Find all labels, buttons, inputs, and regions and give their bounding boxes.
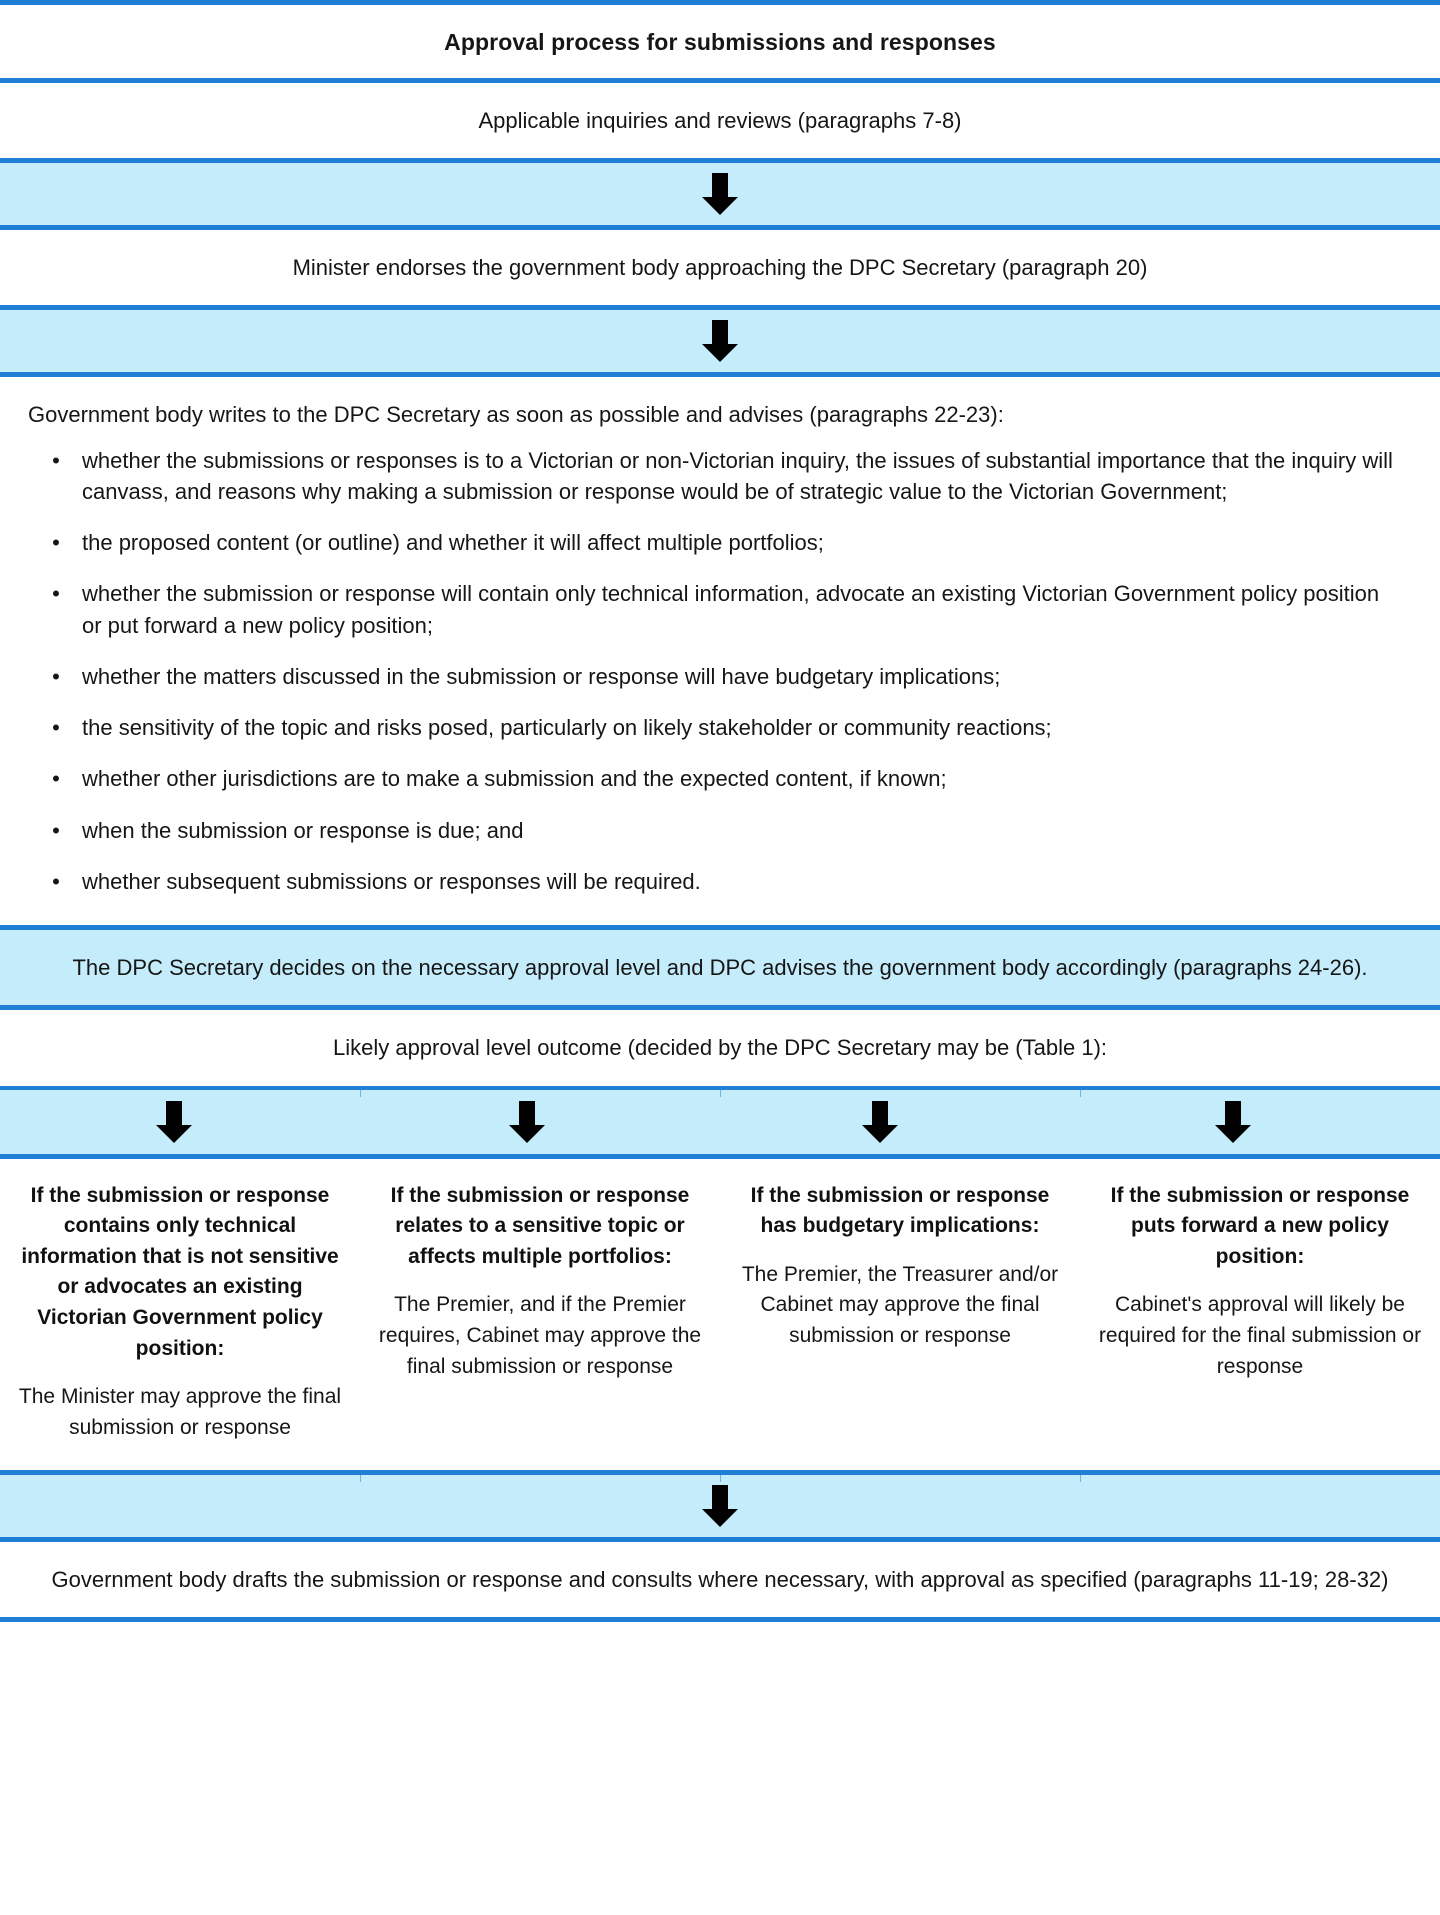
- outcome-result: The Minister may approve the final submi…: [18, 1385, 342, 1440]
- step-government-body-writes: Government body writes to the DPC Secret…: [0, 377, 1440, 926]
- outcome-result: Cabinet's approval will likely be requir…: [1098, 1293, 1422, 1378]
- list-item-text: whether the submissions or responses is …: [82, 447, 1393, 504]
- outcome-result: The Premier, and if the Premier requires…: [378, 1293, 702, 1378]
- outcome-columns: If the submission or response contains o…: [0, 1158, 1440, 1470]
- outcome-condition: If the submission or response contains o…: [21, 1183, 339, 1360]
- outcome-column-new-policy-position: If the submission or response puts forwa…: [1080, 1159, 1440, 1470]
- divider-4: [0, 372, 1440, 378]
- down-arrow-icon: [857, 1099, 903, 1145]
- divider-7: [0, 1085, 1440, 1090]
- outcome-condition: If the submission or response relates to…: [390, 1183, 690, 1268]
- list-item-text: the proposed content (or outline) and wh…: [82, 530, 824, 556]
- down-arrow-icon: [151, 1099, 197, 1145]
- down-arrow-icon: [697, 1483, 743, 1529]
- bullet-marker-icon: •: [52, 447, 60, 473]
- divider-8: [0, 1153, 1440, 1159]
- list-item-text: whether subsequent submissions or respon…: [82, 868, 701, 894]
- list-item: • the proposed content (or outline) and …: [30, 527, 1410, 558]
- down-arrow-icon: [1210, 1099, 1256, 1145]
- step-applicable-inquiries: Applicable inquiries and reviews (paragr…: [0, 83, 1440, 159]
- bullet-marker-icon: •: [52, 663, 60, 689]
- divider-1: [0, 158, 1440, 164]
- divider-3: [0, 305, 1440, 311]
- arrow-band-1: [0, 163, 1440, 226]
- list-item: • whether subsequent submissions or resp…: [30, 866, 1410, 897]
- advise-bullet-list: • whether the submissions or responses i…: [0, 441, 1440, 925]
- arrow-band-2: [0, 310, 1440, 373]
- outcome-result: The Premier, the Treasurer and/or Cabine…: [741, 1262, 1059, 1348]
- list-item-text: whether the matters discussed in the sub…: [82, 663, 1001, 689]
- bullet-marker-icon: •: [52, 715, 60, 741]
- list-item: • whether the submission or response wil…: [30, 578, 1410, 640]
- bullet-marker-icon: •: [52, 530, 60, 556]
- bullet-marker-icon: •: [52, 581, 60, 607]
- outcome-column-technical-information: If the submission or response contains o…: [0, 1159, 360, 1470]
- page-title: Approval process for submissions and res…: [0, 5, 1440, 78]
- list-item: • the sensitivity of the topic and risks…: [30, 712, 1410, 743]
- list-item-text: whether the submission or response will …: [82, 581, 1380, 638]
- advise-intro: Government body writes to the DPC Secret…: [28, 402, 1004, 428]
- divider-bottom: [0, 1617, 1440, 1622]
- step-dpc-secretary-decides: The DPC Secretary decides on the necessa…: [0, 930, 1440, 1006]
- list-item: • when the submission or response is due…: [30, 815, 1410, 846]
- approval-process-flowchart: Approval process for submissions and res…: [0, 0, 1440, 1622]
- divider-6: [0, 1005, 1440, 1011]
- bullet-marker-icon: •: [52, 817, 60, 843]
- list-item-text: the sensitivity of the topic and risks p…: [82, 715, 1052, 741]
- outcome-column-budgetary-implications: If the submission or response has budget…: [720, 1159, 1080, 1470]
- step-government-body-drafts: Government body drafts the submission or…: [0, 1541, 1440, 1617]
- list-item: • whether the matters discussed in the s…: [30, 661, 1410, 692]
- list-item-text: when the submission or response is due; …: [82, 817, 524, 843]
- divider-2: [0, 225, 1440, 231]
- outcome-column-sensitive-topic: If the submission or response relates to…: [360, 1159, 720, 1470]
- down-arrow-icon: [697, 171, 743, 217]
- divider-top: [0, 0, 1440, 5]
- step-likely-approval-outcome: Likely approval level outcome (decided b…: [0, 1010, 1440, 1086]
- bullet-marker-icon: •: [52, 766, 60, 792]
- divider-9: [0, 1469, 1440, 1475]
- bullet-marker-icon: •: [52, 868, 60, 894]
- outcome-condition: If the submission or response puts forwa…: [1110, 1183, 1410, 1268]
- arrow-band-final: [0, 1474, 1440, 1537]
- list-item: • whether other jurisdictions are to mak…: [30, 763, 1410, 794]
- list-item: • whether the submissions or responses i…: [30, 445, 1410, 507]
- down-arrow-icon: [504, 1099, 550, 1145]
- outcome-condition: If the submission or response has budget…: [750, 1183, 1050, 1238]
- divider-5: [0, 925, 1440, 931]
- step-minister-endorses: Minister endorses the government body ap…: [0, 230, 1440, 306]
- divider-under-title: [0, 78, 1440, 83]
- arrow-band-four-columns: [0, 1089, 1440, 1154]
- list-item-text: whether other jurisdictions are to make …: [82, 766, 947, 792]
- down-arrow-icon: [697, 318, 743, 364]
- divider-10: [0, 1536, 1440, 1542]
